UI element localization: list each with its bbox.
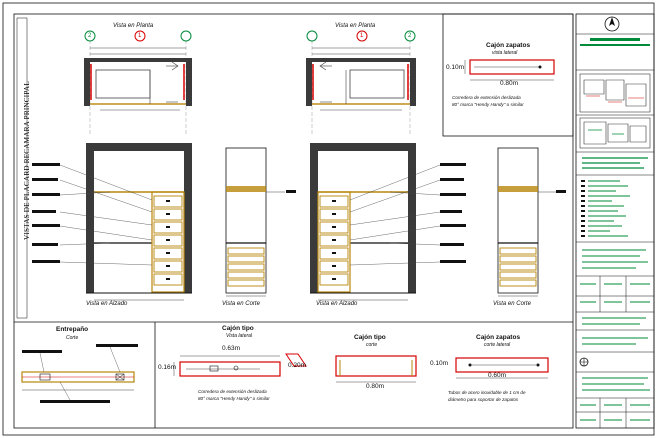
plan-view-right [306,30,416,135]
cajon-tipo-width: 0.63m [222,345,241,352]
section-right-title: Vista en Corte [493,301,531,307]
keyplan-2 [579,117,651,149]
plan-right-title: Vista en Planta [335,23,376,29]
zap2-height: 0.10m [430,360,449,367]
axis-label: 2 [88,33,92,39]
zapatero-subtitle: vista lateral [492,50,518,56]
cajon-corte-subtitle: corte [366,342,378,348]
axis-bubble [306,30,318,42]
axis-bubble [84,30,96,42]
vertical-sheet-title: VISTAS DE PLACARD RECAMARA PRINCIPAL [23,81,31,240]
elevation-right-title: Vista en Alzado [316,301,358,307]
zapatero-box [442,13,574,137]
elevation-right [310,143,466,301]
cajon-zapatos-corte [455,357,549,379]
title-strip [16,17,28,319]
elevation-left-title: Vista en Alzado [86,301,128,307]
entrepano-title: Entrepaño [56,326,89,333]
zap2-subtitle: corte lateral [484,342,511,348]
cajon-tipo-lateral [173,353,307,377]
zapatero-dim-w: 0.80m [500,80,519,87]
zap2-title: Cajón zapatos [476,334,521,341]
axis-label: 1 [138,33,142,39]
section-left-title: Vista en Corte [222,301,260,307]
section-left [225,147,296,297]
zapatero-detail-top [464,59,555,81]
cajon-tipo-subtitle: Vista lateral [226,333,253,339]
cajon-tipo-title: Cajón tipo [222,325,254,332]
title-block [575,13,655,429]
cajon-corte-title: Cajón tipo [354,334,386,341]
axis-bubble [134,30,146,42]
zap2-note: diámetro para soportar de zapatos [448,397,519,402]
axis-bubble [356,30,368,42]
drawing-frame [13,13,574,429]
zapatero-note: 80° marca "Hendy Handy" o similar [452,102,524,107]
axis-bubble [404,30,416,42]
axis-label: 1 [360,33,364,39]
cajon-tipo-corte [335,355,417,383]
zapatero-title: Cajón zapatos [486,42,531,49]
section-right [497,147,566,297]
entrepano-detail [21,344,138,403]
cajon-corte-width: 0.80m [366,383,385,390]
entrepano-subtitle: Corte [66,335,79,341]
cajon-tipo-note: 80° marca "Hendy Handy" o similar [198,396,270,401]
zap2-width: 0.60m [488,372,507,379]
cajon-tipo-height: 0.16m [158,364,177,371]
plan-left-title: Vista en Planta [113,23,154,29]
zap2-note: Tubos de acero inoxidable de 1 cm de [448,390,526,395]
zapatero-dim-h: 0.10m [446,64,465,71]
zapatero-note: Corredera de extensión deslizada [452,95,521,100]
axis-bubble [180,30,192,42]
axis-label: 2 [408,33,412,39]
cajon-tipo-note: Corredera de extensión deslizada [198,389,267,394]
cajon-tipo-depth: 0.20m [288,362,307,369]
elevation-left [32,143,192,301]
plan-view-left [84,30,192,135]
keyplan-1 [579,73,651,113]
